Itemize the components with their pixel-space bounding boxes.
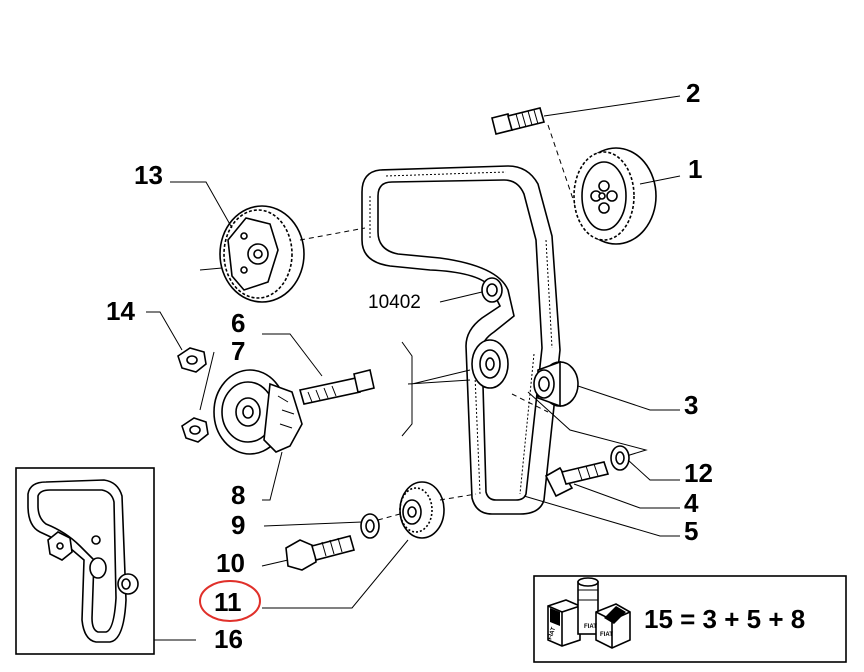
part-8-tensioner-pulley[interactable]	[213, 369, 303, 455]
callout-9: 9	[231, 510, 245, 540]
kit-box-label-3: FIAT	[600, 632, 613, 638]
part-1-camshaft-pulley[interactable]	[573, 147, 657, 245]
part-12-washer[interactable]	[610, 445, 630, 471]
part-7-nut[interactable]	[181, 417, 209, 443]
part-2-bolt[interactable]	[491, 107, 545, 135]
callout-12: 12	[684, 458, 713, 488]
kit-packages-icon: FIAT FIAT FIAT	[547, 577, 631, 649]
part-14-nut[interactable]	[177, 347, 207, 373]
part-3-idler-bearing[interactable]	[533, 360, 579, 408]
callout-13: 13	[134, 160, 163, 190]
callout-3: 3	[684, 390, 698, 420]
callout-16: 16	[214, 624, 243, 654]
callout-2: 2	[686, 78, 700, 108]
callout-1: 1	[688, 154, 702, 184]
tensioner-on-belt[interactable]	[471, 339, 509, 389]
part-4-bolt[interactable]	[544, 461, 610, 498]
callout-8: 8	[231, 480, 245, 510]
part-10-bolt[interactable]	[285, 535, 355, 571]
part-9-washer[interactable]	[360, 513, 380, 539]
part-13-pulley[interactable]	[219, 205, 305, 303]
callout-14: 14	[106, 296, 135, 326]
callout-belt-ref: 10402	[368, 292, 421, 313]
callout-10: 10	[216, 548, 245, 578]
highlight-ring	[199, 580, 261, 622]
callout-5: 5	[684, 516, 698, 546]
kit-formula: 15 = 3 + 5 + 8	[644, 604, 805, 634]
part-6-bolt[interactable]	[298, 369, 375, 405]
belt-idler-roller[interactable]	[481, 277, 503, 303]
callout-6: 6	[231, 308, 245, 338]
callout-11: 11	[214, 587, 242, 617]
callout-11-highlight[interactable]: 11	[199, 580, 261, 622]
callout-4: 4	[684, 488, 699, 518]
part-16-inset-assembly[interactable]	[15, 467, 155, 655]
kit-box-label-2: FIAT	[584, 624, 597, 630]
part-5-timing-belt[interactable]	[361, 165, 561, 515]
part-11-crankshaft-sprocket[interactable]	[399, 481, 445, 539]
kit-box-label-1: FIAT	[547, 626, 557, 640]
callout-7: 7	[231, 336, 245, 366]
kit-box: FIAT FIAT FIAT 15 = 3 + 5 + 8	[533, 575, 847, 663]
